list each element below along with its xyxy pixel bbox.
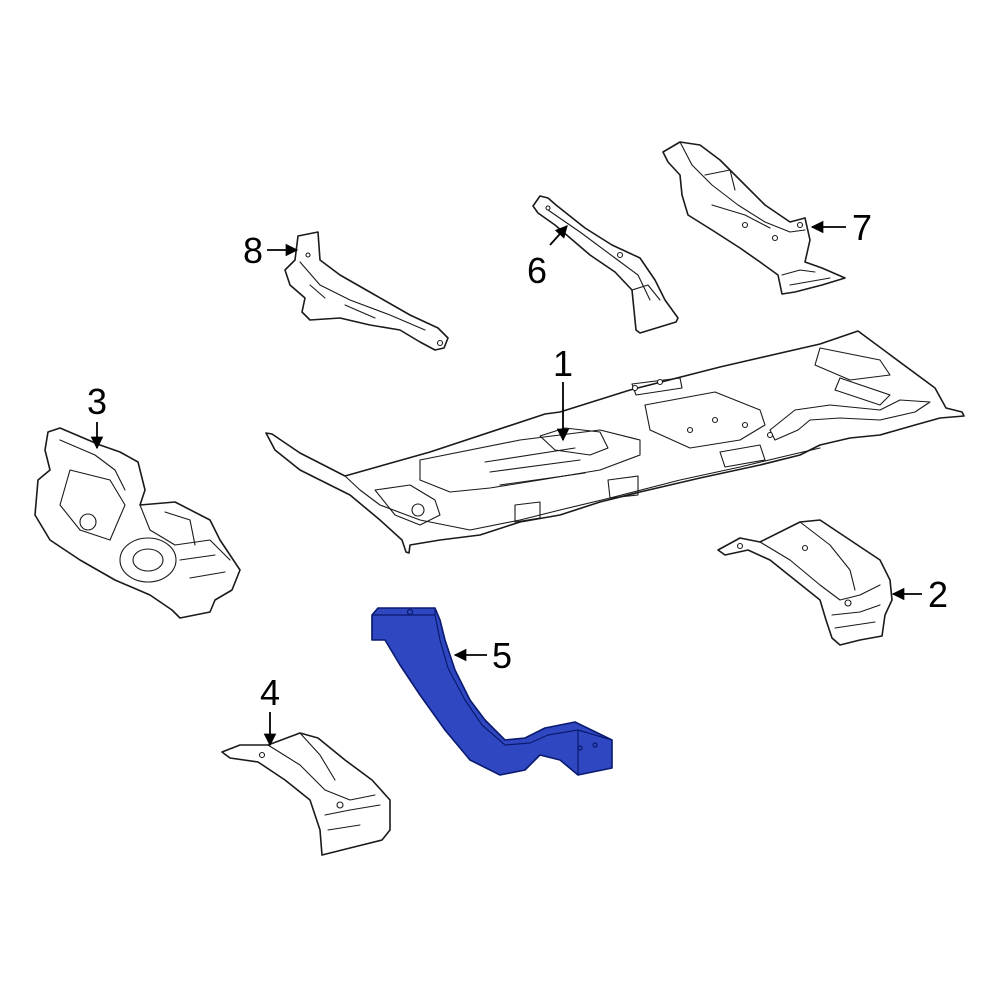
part-7-bracket[interactable] [662,141,846,295]
part-1-floor-pan[interactable] [265,330,965,554]
callout-1[interactable]: 1 [553,343,573,384]
callout-3[interactable]: 3 [87,381,107,422]
callout-2[interactable]: 2 [928,574,948,615]
part-5-crossmember[interactable] [371,607,613,776]
part-8-bracket[interactable] [284,231,449,351]
part-5-fill [371,607,613,776]
part-6-bracket[interactable] [532,195,679,334]
callout-7[interactable]: 7 [852,207,872,248]
part-3-wheelhouse[interactable] [34,427,241,619]
callout-8[interactable]: 8 [243,230,263,271]
callout-6[interactable]: 6 [527,250,547,291]
callout-leaders [90,220,922,747]
part-4-bracket[interactable] [221,732,391,856]
part-2-bracket[interactable] [717,519,893,646]
callout-4[interactable]: 4 [260,672,280,713]
callout-5[interactable]: 5 [492,635,512,676]
leader-6 [549,225,568,246]
callout-labels: 1 2 3 4 5 6 7 8 [87,207,948,713]
